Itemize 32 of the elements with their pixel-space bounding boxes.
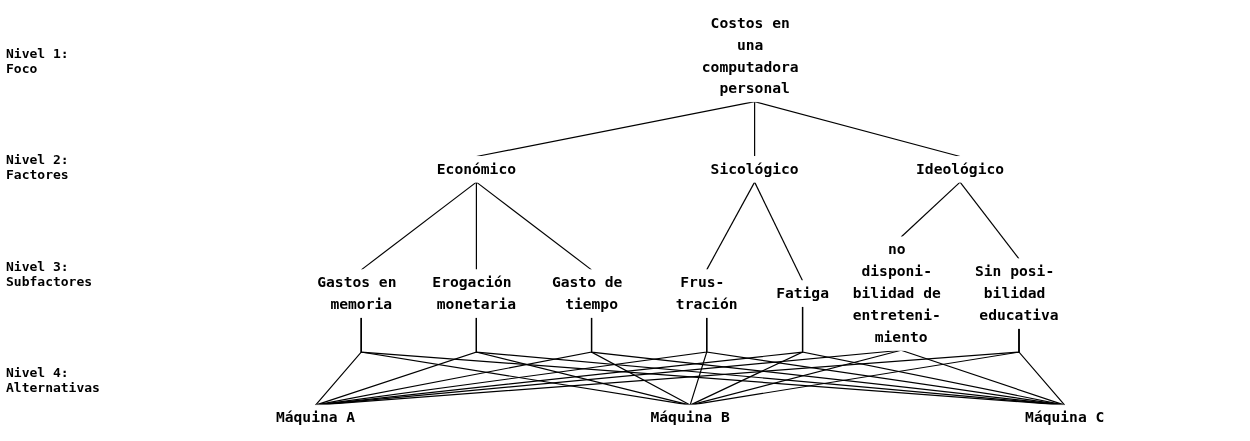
connector [753,101,756,158]
connector [801,305,1066,406]
connector [705,316,1066,406]
node-text: no disponi- bilidad de entreteni- miento [852,240,941,346]
connector [705,181,756,271]
node-text: Sicológico [710,160,799,178]
node-text: Sin posi- bilidad educativa [974,262,1059,324]
connector [959,181,1020,260]
connector [475,181,477,271]
connector [590,316,1066,406]
connector [475,181,592,271]
node-text: Costos en una computadora personal [701,13,799,98]
node-text: Fatiga [776,284,829,302]
node-text: Frus- tración [675,273,738,313]
level-label: Nivel 1: Foco [6,46,70,77]
node-text: Máquina B [650,408,730,427]
node-text: Económico [436,160,516,178]
node-text: Máquina A [275,408,356,427]
connector [360,181,477,271]
connector [753,181,804,282]
connector [900,181,961,238]
level-label: Nivel 4: Alternativas [6,364,101,395]
node-text: Erogación monetaria [432,273,516,313]
connector [475,316,1066,406]
level-label: Nivel 2: Factores [6,152,70,183]
node-text: Máquina C [1024,408,1105,427]
connector [360,316,1066,406]
node-text: Gastos en memoria [317,273,397,313]
node-text: Ideológico [915,160,1004,178]
node-text: Gasto de tiempo [551,273,623,313]
connector [1018,327,1066,406]
level-label: Nivel 3: Subfactores [6,258,94,289]
